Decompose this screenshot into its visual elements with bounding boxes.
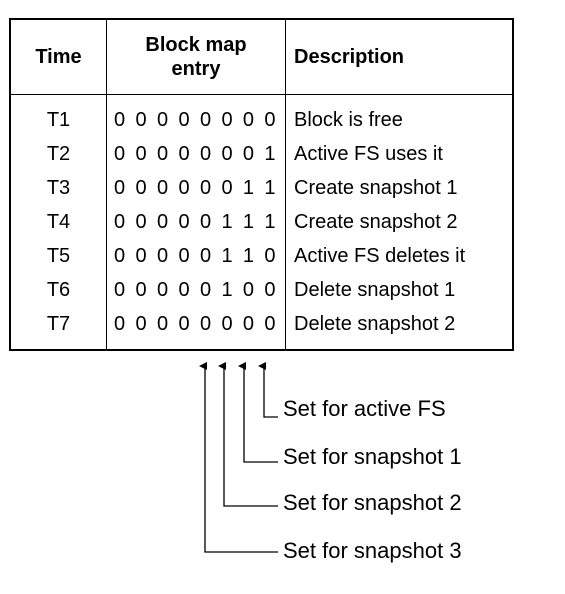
row-description: Block is free [294, 108, 403, 131]
table-row: T6 0 0 0 0 0 1 0 0 Delete snapshot 1 [10, 273, 513, 307]
header-block-map-entry: Block map entry [106, 19, 286, 95]
row-block-map-entry: 0 0 0 0 0 0 1 1 [106, 171, 286, 205]
row-time: T7 [10, 307, 107, 350]
header-entry-text: Block map entry [145, 34, 247, 80]
row-time: T3 [10, 171, 107, 205]
row-block-map-entry: 0 0 0 0 0 1 1 0 [106, 239, 286, 273]
block-map-table: Time Block map entry Description T1 0 0 … [9, 18, 514, 351]
table-row: T5 0 0 0 0 0 1 1 0 Active FS deletes it [10, 239, 513, 273]
table-header-row: Time Block map entry Description [10, 19, 513, 95]
row-time: T1 [10, 94, 107, 137]
callout-active-fs: Set for active FS [283, 396, 446, 421]
table-row: T2 0 0 0 0 0 0 0 1 Active FS uses it [10, 137, 513, 171]
pointer-snapshot-2 [218, 362, 278, 507]
row-description: Create snapshot 1 [294, 176, 458, 199]
row-description: Create snapshot 2 [294, 210, 458, 233]
row-description: Delete snapshot 2 [294, 312, 456, 335]
row-time: T5 [10, 239, 107, 273]
table-row: T3 0 0 0 0 0 0 1 1 Create snapshot 1 [10, 171, 513, 205]
row-time: T4 [10, 205, 107, 239]
row-block-map-entry: 0 0 0 0 0 1 1 1 [106, 205, 286, 239]
header-description: Description [285, 19, 513, 95]
callout-snapshot-2: Set for snapshot 2 [283, 490, 462, 515]
callout-snapshot-3: Set for snapshot 3 [283, 538, 462, 563]
row-description: Active FS deletes it [294, 244, 466, 267]
row-description: Delete snapshot 1 [294, 278, 456, 301]
row-block-map-entry: 0 0 0 0 0 0 0 0 [106, 94, 286, 137]
table-row: T1 0 0 0 0 0 0 0 0 Block is free [10, 94, 513, 137]
table-row: T4 0 0 0 0 0 1 1 1 Create snapshot 2 [10, 205, 513, 239]
row-block-map-entry: 0 0 0 0 0 1 0 0 [106, 273, 286, 307]
row-description: Active FS uses it [294, 142, 443, 165]
pointer-active-fs [258, 362, 278, 418]
pointer-snapshot-3 [199, 362, 278, 553]
row-time: T6 [10, 273, 107, 307]
pointer-snapshot-1 [238, 362, 278, 463]
callout-snapshot-1: Set for snapshot 1 [283, 444, 462, 469]
header-time: Time [10, 19, 107, 95]
row-block-map-entry: 0 0 0 0 0 0 0 1 [106, 137, 286, 171]
table-row: T7 0 0 0 0 0 0 0 0 Delete snapshot 2 [10, 307, 513, 350]
row-time: T2 [10, 137, 107, 171]
row-block-map-entry: 0 0 0 0 0 0 0 0 [106, 307, 286, 350]
